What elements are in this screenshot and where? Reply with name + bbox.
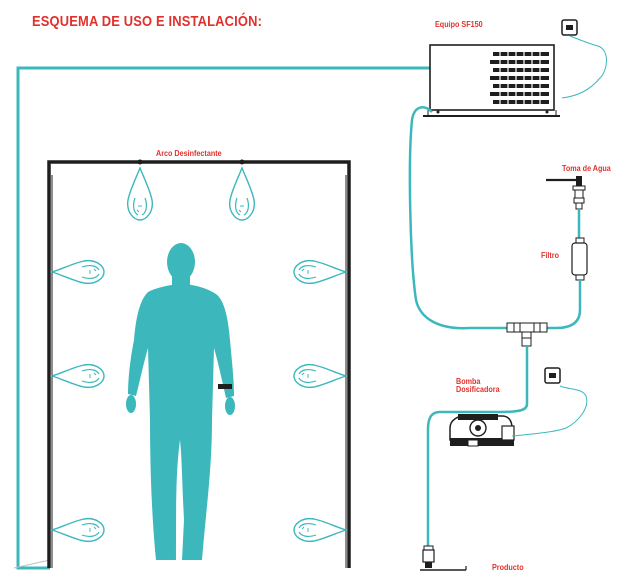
supply-pipe [16, 66, 430, 570]
spray-nozzle-icon [293, 363, 347, 389]
water-tap-icon [546, 176, 586, 210]
power-cable [561, 35, 607, 99]
person-silhouette-icon [126, 243, 235, 560]
wristwatch [218, 384, 232, 389]
product-valve-icon [420, 545, 467, 571]
spray-nozzle-icon [51, 517, 105, 543]
spray-nozzle-icon [293, 517, 347, 543]
spray-nozzle-icon [51, 259, 105, 285]
arch-frame [47, 160, 351, 568]
t-connector-icon [506, 322, 548, 347]
spray-nozzle-icon [126, 167, 154, 221]
equipment-unit-icon [423, 44, 560, 117]
water-pipe [408, 106, 510, 330]
filter-icon [571, 237, 588, 281]
label-toma: Toma de Agua [562, 164, 611, 173]
grey-tube [13, 559, 51, 569]
label-bomba: Bomba Dosificadora [456, 377, 500, 395]
label-filtro: Filtro [541, 251, 559, 260]
label-producto: Producto [492, 563, 524, 572]
label-arco: Arco Desinfectante [156, 149, 222, 158]
label-equipo: Equipo SF150 [435, 20, 483, 29]
spray-nozzle-icon [51, 363, 105, 389]
pump-cable [511, 385, 588, 437]
diagram-title: ESQUEMA DE USO E INSTALACIÓN: [32, 13, 263, 30]
power-outlet-icon [544, 367, 561, 384]
power-outlet-icon [561, 19, 578, 36]
spray-nozzle-icon [228, 167, 256, 221]
spray-nozzle-icon [293, 259, 347, 285]
dosing-pump-icon [449, 414, 515, 447]
pump-pipe [426, 346, 529, 548]
